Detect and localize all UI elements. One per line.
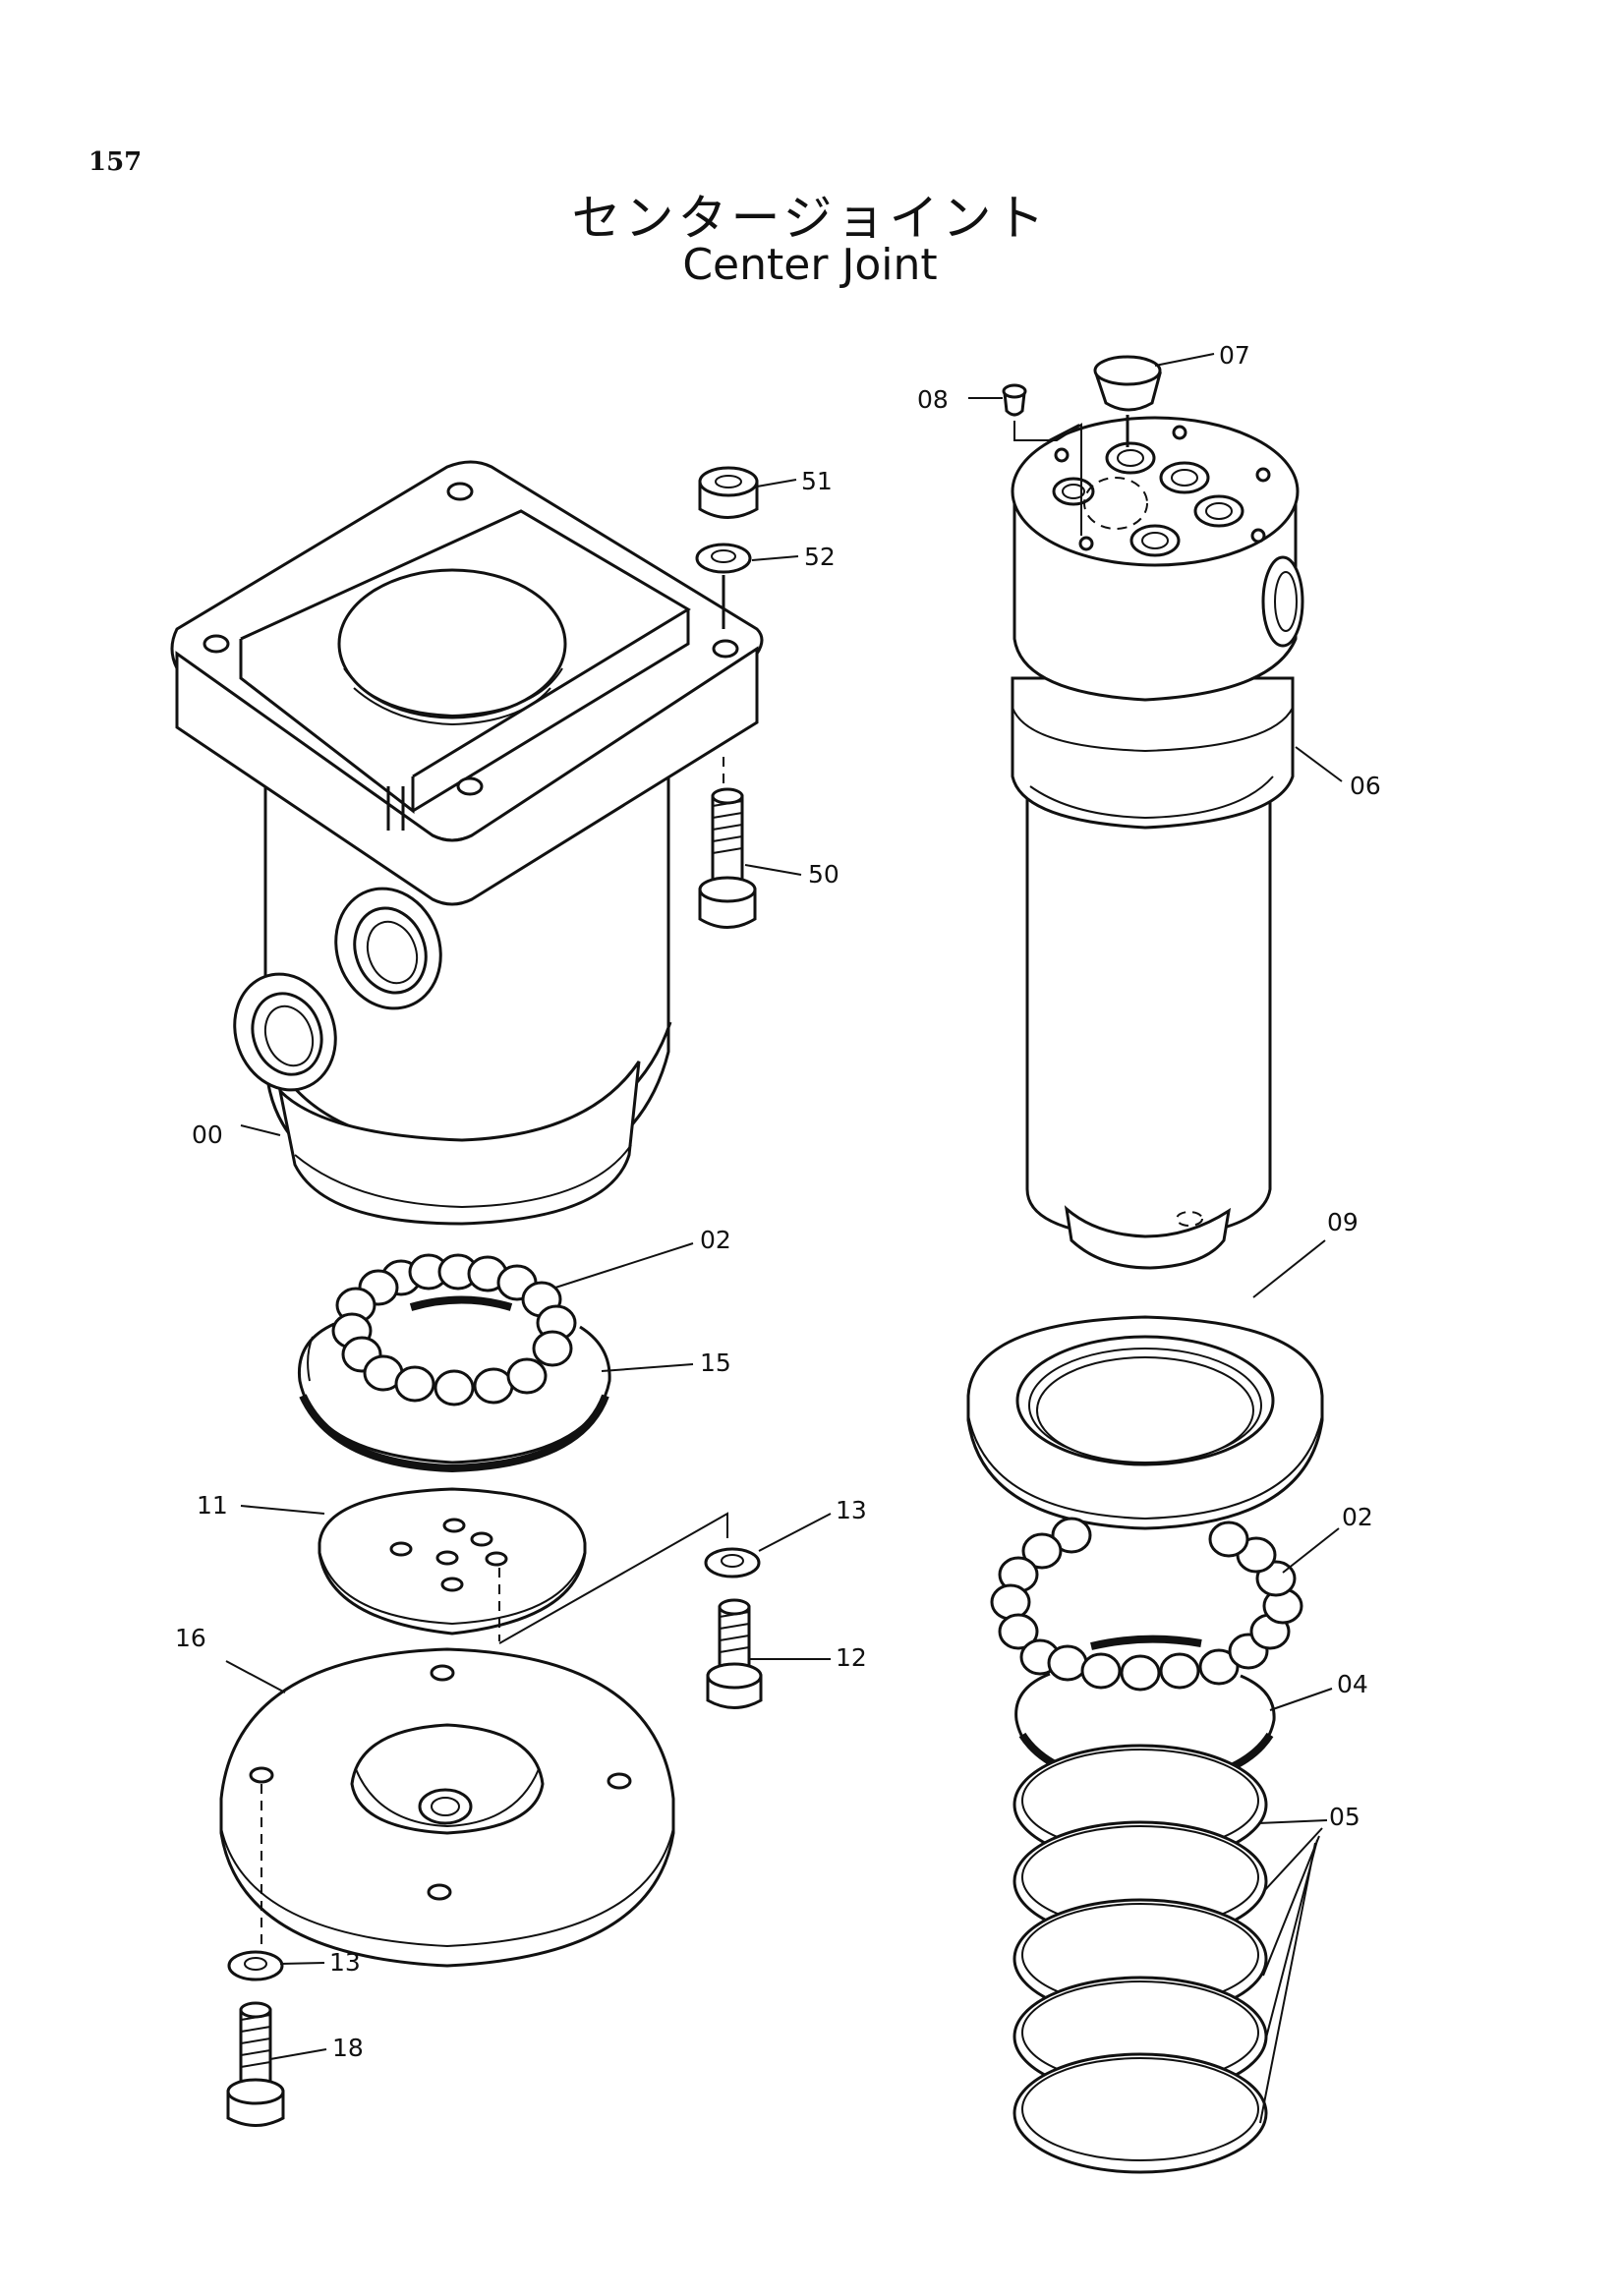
label-05: 05 <box>1329 1803 1360 1831</box>
page-number: 157 <box>88 147 143 177</box>
page-title-english: Center Joint <box>682 240 938 290</box>
part-11-plate <box>318 1487 587 1641</box>
label-12: 12 <box>836 1643 867 1672</box>
part-00-body <box>170 460 764 1226</box>
part-51-nut <box>698 466 759 519</box>
label-11: 11 <box>197 1491 228 1520</box>
label-04: 04 <box>1337 1670 1368 1698</box>
part-05-rings <box>1012 1744 1268 2174</box>
label-08: 08 <box>917 385 949 414</box>
part-15-ring <box>297 1322 611 1473</box>
label-13-lower: 13 <box>329 1948 361 1977</box>
part-16-cover <box>219 1647 675 1968</box>
label-50: 50 <box>808 860 839 889</box>
part-13-washer-upper <box>704 1547 761 1578</box>
part-labels: 07 08 51 52 06 50 00 09 02 15 11 13 02 1… <box>175 341 1381 2062</box>
label-00: 00 <box>192 1120 223 1149</box>
label-09: 09 <box>1327 1208 1359 1236</box>
label-06: 06 <box>1350 772 1381 800</box>
part-08-plug <box>1002 383 1027 417</box>
label-52: 52 <box>804 543 836 571</box>
part-02-balls-left <box>331 1253 577 1406</box>
label-18: 18 <box>332 2034 364 2062</box>
label-15: 15 <box>700 1349 731 1377</box>
page-title-japanese: センタージョイント <box>571 190 1049 247</box>
part-06-spindle <box>1011 416 1304 1270</box>
part-09-seal-plate <box>966 1315 1324 1530</box>
label-51: 51 <box>801 467 833 495</box>
part-18-bolt <box>226 2001 285 2127</box>
part-07-plug <box>1093 355 1162 412</box>
body-port-lower <box>233 972 337 1092</box>
part-13-washer-lower <box>227 1950 284 1981</box>
body-port-upper <box>334 887 442 1010</box>
label-02-left: 02 <box>700 1226 731 1254</box>
part-02-balls-right <box>990 1517 1303 1692</box>
part-12-bolt <box>706 1598 763 1709</box>
label-13-upper: 13 <box>836 1496 867 1524</box>
label-07: 07 <box>1219 341 1250 370</box>
part-50-bolt <box>698 787 757 929</box>
part-52-washer <box>695 543 752 574</box>
leader-lines <box>225 353 1343 2124</box>
label-16: 16 <box>175 1624 206 1652</box>
label-02-right: 02 <box>1342 1503 1373 1531</box>
